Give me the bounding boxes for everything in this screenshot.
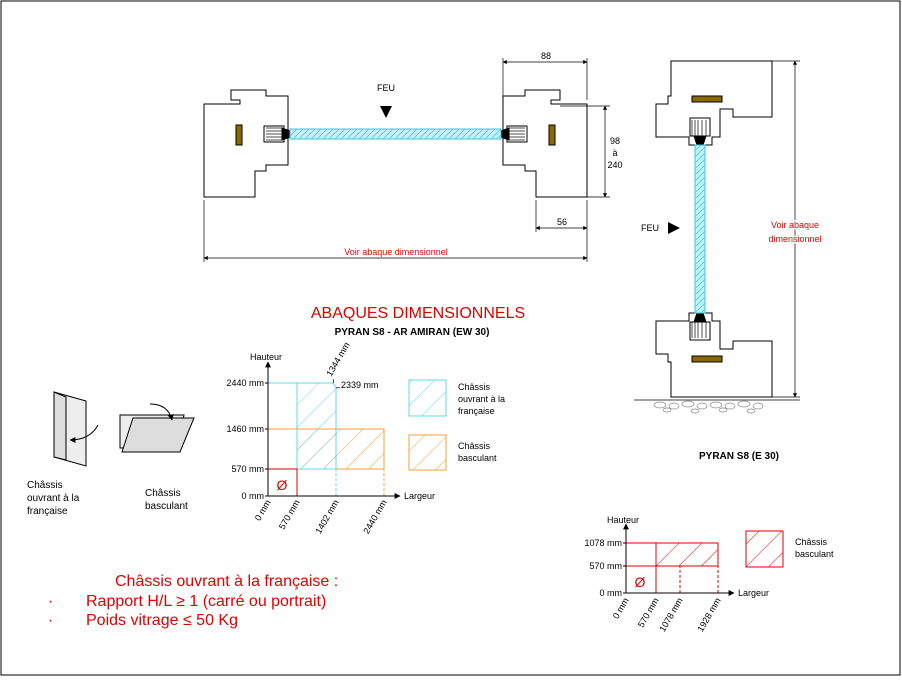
- y-tick-label: 570 mm: [231, 464, 264, 474]
- glass-pane-horizontal: [289, 128, 502, 140]
- x-axis-label-2: Largeur: [738, 588, 769, 598]
- y-tick-label: 2440 mm: [226, 378, 264, 388]
- abaque-note-top: Voir abaque dimensionnel: [344, 247, 448, 257]
- fire-direction-arrow-icon: [380, 106, 392, 118]
- casement-label-c: française: [27, 506, 68, 517]
- fire-label-right: FEU: [641, 223, 659, 233]
- ground-gravel: [634, 399, 800, 414]
- x-tick-label-2: 1078 mm: [657, 596, 684, 634]
- dimension-line-right: [772, 60, 800, 398]
- horizontal-section-drawing: [203, 89, 588, 198]
- zone-ouvrant: [296, 382, 337, 470]
- tilt-label-b: basculant: [145, 501, 188, 512]
- y-axis-label: Hauteur: [250, 352, 282, 362]
- zone-ouvrant-edge: [267, 382, 297, 469]
- legend-ouvrant-swatch: [408, 379, 447, 417]
- note-1344-label: 1344 mm: [324, 340, 351, 378]
- min-size-symbol: Ø: [277, 477, 288, 493]
- x-tick-label: 0 mm: [253, 498, 273, 522]
- y-tick-label-2: 0 mm: [600, 588, 623, 598]
- notes-item-2: Poids vitrage ≤ 50 Kg: [86, 612, 238, 629]
- glass-pane-vertical: [694, 144, 706, 314]
- legend-basculant-red-label-b: basculant: [795, 549, 834, 559]
- dim-88-label: 88: [541, 51, 551, 61]
- dim-98-label: 98: [610, 136, 620, 146]
- zone-basculant-edge: [267, 428, 297, 469]
- y-tick-label-2: 570 mm: [589, 561, 622, 571]
- fire-label-top: FEU: [377, 83, 395, 93]
- dimension-lines-top: [203, 58, 610, 262]
- zone-basculant-red-edge: [625, 542, 656, 566]
- x-tick-label: 2440 mm: [361, 498, 388, 536]
- x-tick-label-2: 1928 mm: [695, 596, 722, 634]
- notes-heading: Châssis ouvrant à la française :: [115, 573, 338, 590]
- y-tick-label: 0 mm: [242, 491, 265, 501]
- legend-ouvrant-label-b: ouvrant à la: [458, 394, 505, 404]
- abaques-subtitle: PYRAN S8 - AR AMIRAN (EW 30): [335, 327, 490, 338]
- legend-basculant-red-label-a: Châssis: [795, 537, 828, 547]
- legend-ouvrant-label-a: Châssis: [458, 382, 491, 392]
- legend-basculant-label-b: basculant: [458, 453, 497, 463]
- abaque-note-right-a: Voir abaque: [771, 220, 819, 230]
- legend-basculant-swatch: [408, 434, 447, 471]
- legend-basculant-red-swatch: [745, 530, 784, 568]
- abaque-note-right-b: dimensionnel: [768, 234, 821, 244]
- y-tick-label-2: 1078 mm: [584, 538, 622, 548]
- tilt-window-icon: [119, 403, 195, 453]
- tilt-label-a: Châssis: [145, 488, 181, 499]
- fire-direction-arrow-right-icon: [668, 222, 680, 234]
- section-caption: PYRAN S8 (E 30): [699, 451, 779, 462]
- casement-window-icon: [53, 391, 99, 467]
- x-tick-label-2: 0 mm: [611, 596, 631, 620]
- y-axis-label-2: Hauteur: [607, 515, 639, 525]
- legend-basculant-label-a: Châssis: [458, 441, 491, 451]
- min-size-box-2: [625, 565, 657, 594]
- casement-label-a: Châssis: [27, 480, 63, 491]
- x-axis-label: Largeur: [404, 491, 435, 501]
- x-tick-label: 1402 mm: [313, 498, 340, 536]
- dim-a-label: à: [612, 148, 617, 158]
- dim-240-label: 240: [607, 160, 622, 170]
- notes-bullet-1: ·: [48, 593, 53, 610]
- y-tick-label: 1460 mm: [226, 424, 264, 434]
- legend-ouvrant-label-c: française: [458, 406, 495, 416]
- min-size-symbol-2: Ø: [635, 574, 646, 590]
- abaques-title: ABAQUES DIMENSIONNELS: [311, 305, 525, 322]
- x-tick-label-2: 570 mm: [636, 596, 661, 629]
- casement-label-b: ouvrant à la: [27, 493, 80, 504]
- notes-item-1: Rapport H/L ≥ 1 (carré ou portrait): [86, 593, 326, 610]
- dim-56-label: 56: [557, 217, 567, 227]
- note-2339-label: 2339 mm: [341, 380, 379, 390]
- zone-basculant-red: [655, 542, 719, 567]
- notes-bullet-2: ·: [48, 612, 53, 629]
- x-tick-label: 570 mm: [277, 498, 302, 531]
